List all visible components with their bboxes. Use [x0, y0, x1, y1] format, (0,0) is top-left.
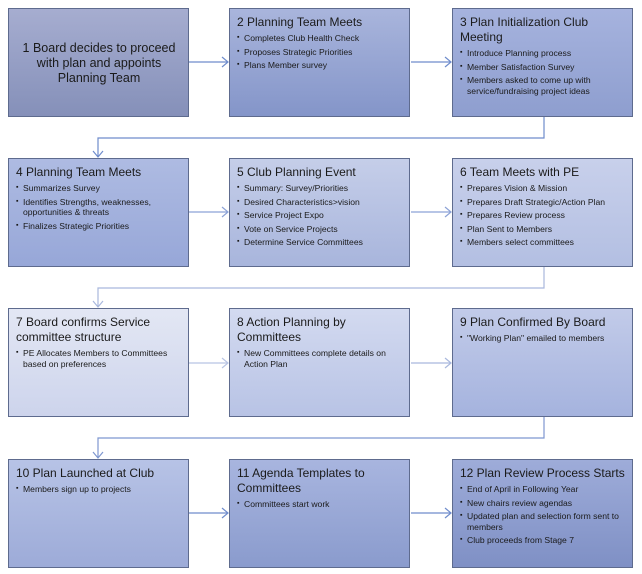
step-bullets: End of April in Following YearNew chairs…: [460, 484, 626, 546]
step-bullets: "Working Plan" emailed to members: [460, 333, 626, 344]
arrow-10-11: [189, 507, 229, 519]
step-bullet: Prepares Vision & Mission: [460, 183, 626, 194]
step-bullets: Members sign up to projects: [16, 484, 182, 495]
step-title: 9 Plan Confirmed By Board: [460, 315, 606, 329]
step-bullet: Members sign up to projects: [16, 484, 182, 495]
step-title: 11 Agenda Templates to Committees: [237, 466, 365, 495]
step-bullet: Desired Characteristics>vision: [237, 197, 403, 208]
step-box-8: 8 Action Planning by CommitteesNew Commi…: [229, 308, 410, 417]
step-box-2: 2 Planning Team MeetsCompletes Club Heal…: [229, 8, 410, 117]
step-bullet: Completes Club Health Check: [237, 33, 403, 44]
step-bullet: Service Project Expo: [237, 210, 403, 221]
arrow-5-6: [411, 206, 452, 218]
step-bullets: PE Allocates Members to Committees based…: [16, 348, 182, 369]
step-bullets: Introduce Planning processMember Satisfa…: [460, 48, 626, 96]
step-bullet: Committees start work: [237, 499, 403, 510]
arrow-1-2: [189, 56, 229, 68]
step-bullet: Plans Member survey: [237, 60, 403, 71]
step-bullet: End of April in Following Year: [460, 484, 626, 495]
step-bullet: "Working Plan" emailed to members: [460, 333, 626, 344]
step-box-6: 6 Team Meets with PE Prepares Vision & Mi…: [452, 158, 633, 267]
step-bullets: Summarizes SurveyIdentifies Strengths, w…: [16, 183, 182, 231]
step-bullet: Members select committees: [460, 237, 626, 248]
step-bullets: New Committees complete details on Actio…: [237, 348, 403, 369]
step-bullet: Members asked to come up with service/fu…: [460, 75, 626, 96]
step-title: 3 Plan Initialization Club Meeting: [460, 15, 589, 44]
step-title: 8 Action Planning by Committees: [237, 315, 346, 344]
step-bullet: Member Satisfaction Survey: [460, 62, 626, 73]
arrow-11-12: [411, 507, 452, 519]
step-bullet: Summary: Survey/Priorities: [237, 183, 403, 194]
step-box-11: 11 Agenda Templates to CommitteesCommitt…: [229, 459, 410, 568]
step-bullets: Completes Club Health CheckProposes Stra…: [237, 33, 403, 71]
step-bullet: Prepares Review process: [460, 210, 626, 221]
step-title: 2 Planning Team Meets: [237, 15, 363, 29]
arrow-4-5: [189, 206, 229, 218]
step-box-12: 12 Plan Review Process StartsEnd of Apri…: [452, 459, 633, 568]
step-bullet: Updated plan and selection form sent to …: [460, 511, 626, 532]
step-bullet: Identifies Strengths, weaknesses, opport…: [16, 197, 182, 218]
step-box-10: 10 Plan Launched at ClubMembers sign up …: [8, 459, 189, 568]
arrow-7-8: [189, 357, 229, 369]
step-title: 4 Planning Team Meets: [16, 165, 142, 179]
elbow-6-7: [92, 267, 545, 308]
step-bullet: Determine Service Committees: [237, 237, 403, 248]
step-bullet: Vote on Service Projects: [237, 224, 403, 235]
step-box-3: 3 Plan Initialization Club MeetingIntrod…: [452, 8, 633, 117]
step-bullets: Prepares Vision & MissionPrepares Draft …: [460, 183, 626, 248]
step-bullet: Introduce Planning process: [460, 48, 626, 59]
elbow-9-10: [92, 417, 545, 459]
step-bullets: Committees start work: [237, 499, 403, 510]
step-title: 10 Plan Launched at Club: [16, 466, 155, 480]
step-title: 12 Plan Review Process Starts: [460, 466, 625, 480]
step-title: 5 Club Planning Event: [237, 165, 356, 179]
step-bullet: Proposes Strategic Priorities: [237, 47, 403, 58]
step-title: 6 Team Meets with PE: [460, 165, 580, 179]
step-box-5: 5 Club Planning EventSummary: Survey/Pri…: [229, 158, 410, 267]
elbow-3-4: [92, 117, 545, 158]
step-bullets: Summary: Survey/PrioritiesDesired Charac…: [237, 183, 403, 248]
arrow-2-3: [411, 56, 452, 68]
step-bullet: Prepares Draft Strategic/Action Plan: [460, 197, 626, 208]
step-bullet: New chairs review agendas: [460, 498, 626, 509]
step-bullet: Club proceeds from Stage 7: [460, 535, 626, 546]
step-box-4: 4 Planning Team MeetsSummarizes SurveyId…: [8, 158, 189, 267]
step-bullet: New Committees complete details on Actio…: [237, 348, 403, 369]
step-box-1: 1 Board decides to proceed with plan and…: [8, 8, 189, 117]
step-title: 1 Board decides to proceed with plan and…: [22, 41, 176, 85]
arrow-8-9: [411, 357, 452, 369]
step-box-9: 9 Plan Confirmed By Board "Working Plan" …: [452, 308, 633, 417]
step-bullet: Summarizes Survey: [16, 183, 182, 194]
step-bullet: Plan Sent to Members: [460, 224, 626, 235]
step-box-7: 7 Board confirms Service committee struc…: [8, 308, 189, 417]
step-title: 7 Board confirms Service committee struc…: [16, 315, 151, 344]
step-bullet: PE Allocates Members to Committees based…: [16, 348, 182, 369]
step-bullet: Finalizes Strategic Priorities: [16, 221, 182, 232]
